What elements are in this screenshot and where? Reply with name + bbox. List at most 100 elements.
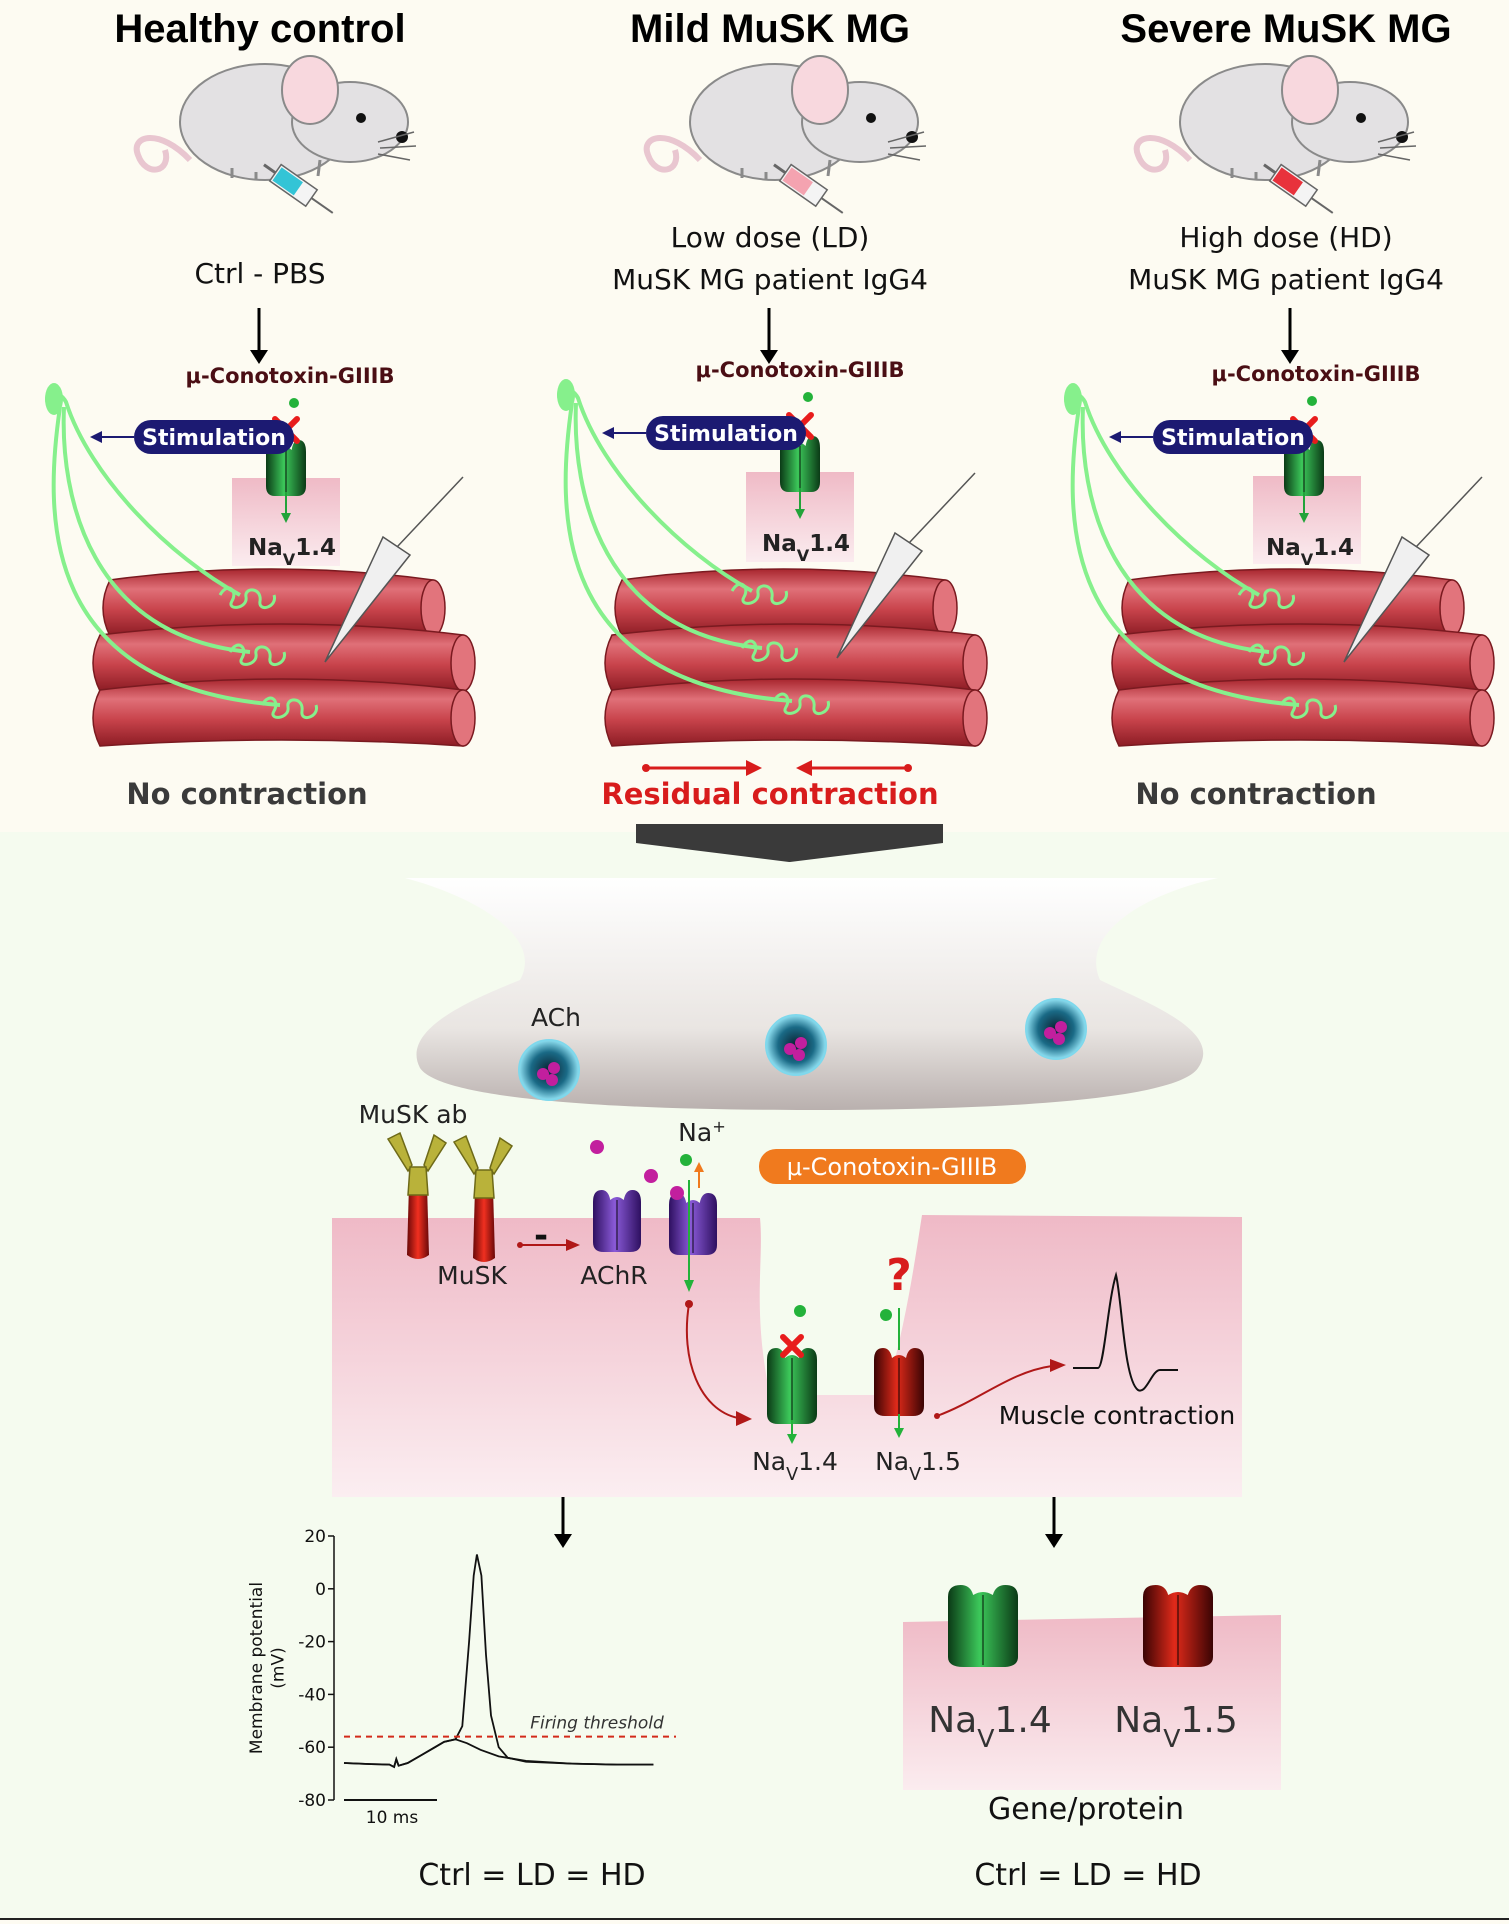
nerve-branch	[1080, 406, 1270, 654]
down-arrow-left-head	[554, 1534, 572, 1548]
y-tick-label: -80	[298, 1791, 326, 1811]
muscle-fiber-end	[932, 579, 958, 637]
electrode	[836, 531, 924, 659]
toxin-label: μ-Conotoxin-GIIIB	[186, 364, 395, 388]
endplate	[740, 639, 798, 663]
nav14-large-label: NaV1.4	[928, 1700, 1052, 1753]
achr-channel-body	[593, 1190, 641, 1252]
ach-molecule	[548, 1062, 560, 1074]
sodium-flow-head	[1299, 513, 1309, 523]
muscle-fiber	[92, 678, 464, 747]
mouse-ear	[281, 55, 339, 125]
electrode-wire	[396, 476, 464, 548]
stimulation-badge	[1153, 420, 1313, 454]
treatment-arrow-head	[250, 350, 268, 364]
y-tick-label: -60	[298, 1738, 326, 1758]
endplate	[1279, 696, 1337, 720]
sodium-ion	[880, 1309, 892, 1321]
contraction-arrow-right-head	[796, 760, 812, 776]
syringe-plunger	[263, 163, 277, 175]
nerve-branch	[573, 402, 763, 650]
sodium-ion	[680, 1154, 692, 1166]
endplate	[1247, 643, 1305, 667]
y-axis-label: Membrane potential(mV)	[247, 1582, 288, 1754]
achr-channel-body	[669, 1193, 717, 1255]
electrode	[1343, 535, 1431, 663]
ach-molecule	[793, 1049, 805, 1061]
motor-nerve	[45, 383, 318, 720]
nerve-terminal	[405, 878, 1218, 1110]
syringe-fluid	[272, 167, 303, 196]
endplate	[1237, 586, 1295, 610]
mouse-tail	[133, 135, 193, 173]
contraction-signal-head	[1050, 1359, 1066, 1372]
mouse-whiskers	[1377, 131, 1417, 161]
mouse-illustration	[1133, 55, 1417, 214]
mouse-ear	[1281, 55, 1339, 125]
mouse-tail	[643, 135, 703, 173]
stimulation-label: Stimulation	[1161, 426, 1305, 451]
ach-molecule	[670, 1186, 684, 1200]
nerve-tip	[557, 379, 575, 411]
inhibition-sign: -	[534, 1216, 548, 1256]
treatment-label: MuSK MG patient IgG4	[1128, 263, 1444, 296]
nav14-channel-large-body	[948, 1585, 1018, 1667]
signal-arrow-head	[736, 1411, 752, 1426]
toxin-molecule	[1307, 396, 1317, 406]
nav14-channel-large	[948, 1585, 1018, 1667]
contraction-arrow-left-head	[746, 760, 762, 776]
endplate	[260, 696, 318, 720]
y-tick-label: -20	[298, 1633, 326, 1653]
toxin-molecule	[803, 392, 813, 402]
nav15-large-label: NaV1.5	[1114, 1700, 1238, 1753]
treatment-label: MuSK MG patient IgG4	[612, 263, 928, 296]
toxin-label: μ-Conotoxin-GIIIB	[696, 358, 905, 382]
stimulation-badge	[134, 420, 294, 454]
gene-protein-title: Gene/protein	[988, 1792, 1184, 1827]
syringe-plunger	[1263, 163, 1277, 175]
mouse-tail	[1133, 135, 1193, 173]
stimulation-arrow-head	[90, 431, 102, 443]
outcome-label: No contraction	[1135, 777, 1376, 811]
nav14-label: NaV1.4	[248, 535, 336, 569]
mouse-whiskers	[887, 131, 927, 161]
syringe-fluid	[782, 167, 813, 196]
nav14-label: NaV1.4	[762, 531, 850, 565]
funnel-connector	[636, 824, 943, 862]
ach-molecule	[590, 1140, 604, 1154]
inhibition-arrow-head	[566, 1239, 580, 1251]
antibody-shape	[386, 1131, 448, 1196]
syringe-plunger	[773, 163, 787, 175]
muscle-fiber-end	[962, 689, 988, 747]
toxin-label: μ-Conotoxin-GIIIB	[1212, 362, 1421, 386]
stimulation-label: Stimulation	[654, 422, 798, 447]
nav14-channel-body	[780, 436, 820, 492]
outcome-label: Residual contraction	[601, 777, 938, 811]
endplate	[228, 643, 286, 667]
syringe-icon	[773, 163, 844, 214]
treatment-label: Low dose (LD)	[671, 221, 870, 254]
endplate	[218, 586, 276, 610]
sodium-flow-head	[787, 1434, 797, 1444]
muscle-fiber-end	[420, 579, 446, 637]
left-equation: Ctrl = LD = HD	[418, 1858, 645, 1893]
muscle-fibers	[604, 568, 988, 747]
endplate	[730, 582, 788, 606]
question-mark: ?	[886, 1250, 912, 1301]
mouse-feet	[740, 159, 832, 180]
ach-label: ACh	[531, 1003, 581, 1032]
electrode	[324, 535, 412, 663]
stimulation-arrow-head	[602, 427, 614, 439]
toxin-molecule	[794, 1305, 806, 1317]
nerve-tip	[1064, 383, 1082, 415]
ach-molecule	[537, 1068, 549, 1080]
muscle-contraction-label: Muscle contraction	[999, 1401, 1235, 1430]
sodium-flow-head	[795, 509, 805, 519]
ach-molecule	[1044, 1027, 1056, 1039]
